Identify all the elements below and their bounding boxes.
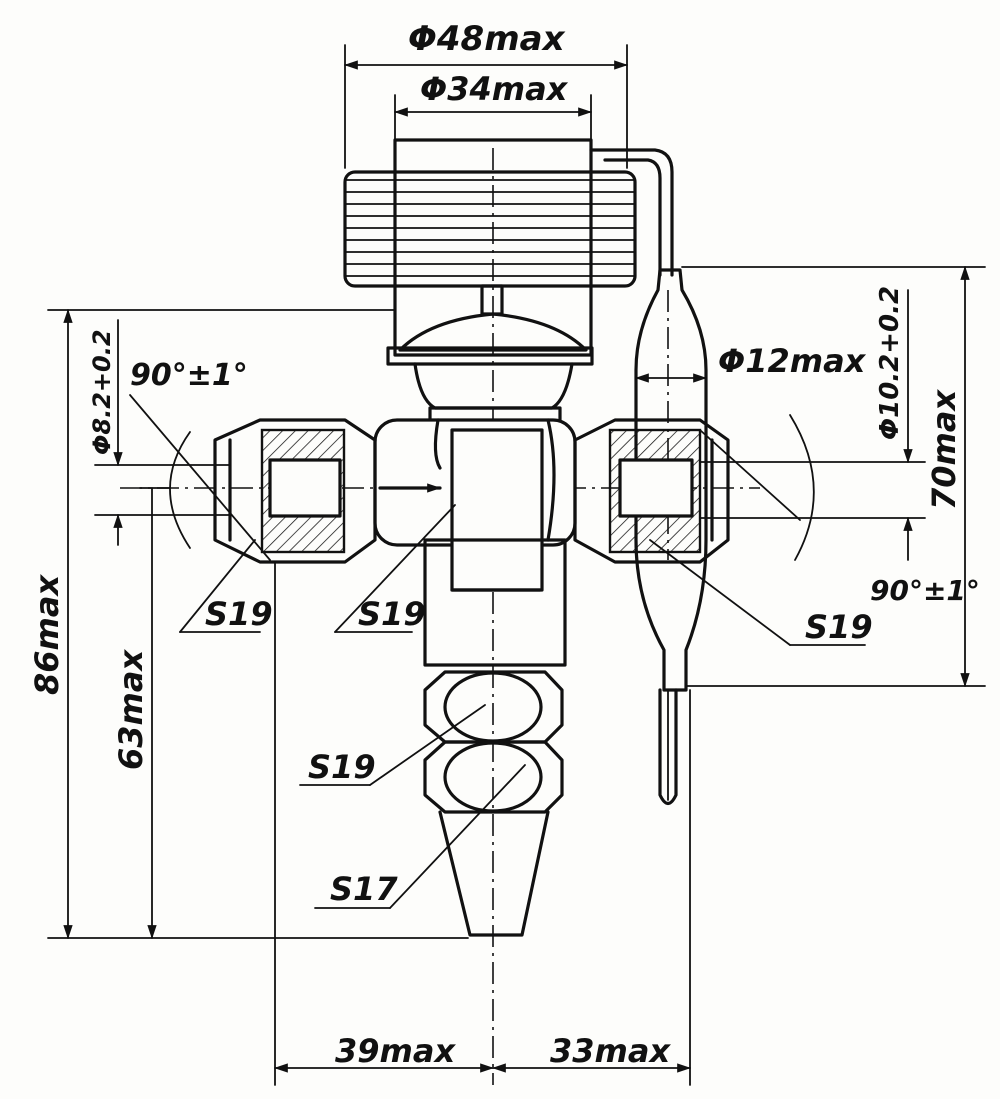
angle-arcs — [129, 394, 815, 561]
outer-diameter-label: Φ48max — [408, 19, 566, 59]
left-width-label: 39max — [335, 1032, 456, 1070]
right-angle-label: 90°±1° — [870, 574, 980, 607]
wrench-size-labels: S19 S19 S19 S19 S17 — [205, 595, 873, 908]
valve-body — [373, 406, 577, 667]
diaphragm-housing — [386, 284, 594, 410]
left-nut-size-label: S19 — [205, 595, 273, 633]
left-flare-nut — [213, 418, 377, 564]
bottom-nut-size-label: S19 — [308, 748, 376, 786]
total-height-label: 86max — [28, 574, 66, 695]
bulb-tolerance-label: Φ10.2+0.2 — [875, 286, 905, 440]
right-nut-size-label: S19 — [805, 608, 873, 646]
leader-lines — [179, 504, 866, 909]
bottom-fitting-size-label: S17 — [330, 870, 398, 908]
left-port-diameter-label: Φ8.2+0.2 — [88, 329, 116, 455]
left-angle-label: 90°±1° — [130, 358, 248, 393]
thermal-head-coil — [343, 138, 674, 357]
dimension-labels: Φ48max Φ34max Φ12max Φ10.2+0.2 Φ8.2+0.2 … — [28, 19, 980, 1070]
bulb-diameter-label: Φ12max — [718, 342, 867, 380]
right-flare-nut — [573, 418, 730, 564]
inner-diameter-label: Φ34max — [420, 70, 569, 108]
sensing-bulb — [634, 268, 708, 806]
extension-lines — [47, 44, 986, 1086]
lower-height-label: 63max — [112, 649, 150, 770]
bottom-fittings — [423, 670, 564, 937]
body-size-label: S19 — [358, 595, 426, 633]
right-width-label: 33max — [550, 1032, 671, 1070]
dimension-lines — [63, 60, 970, 1073]
bulb-height-label: 70max — [925, 389, 963, 510]
